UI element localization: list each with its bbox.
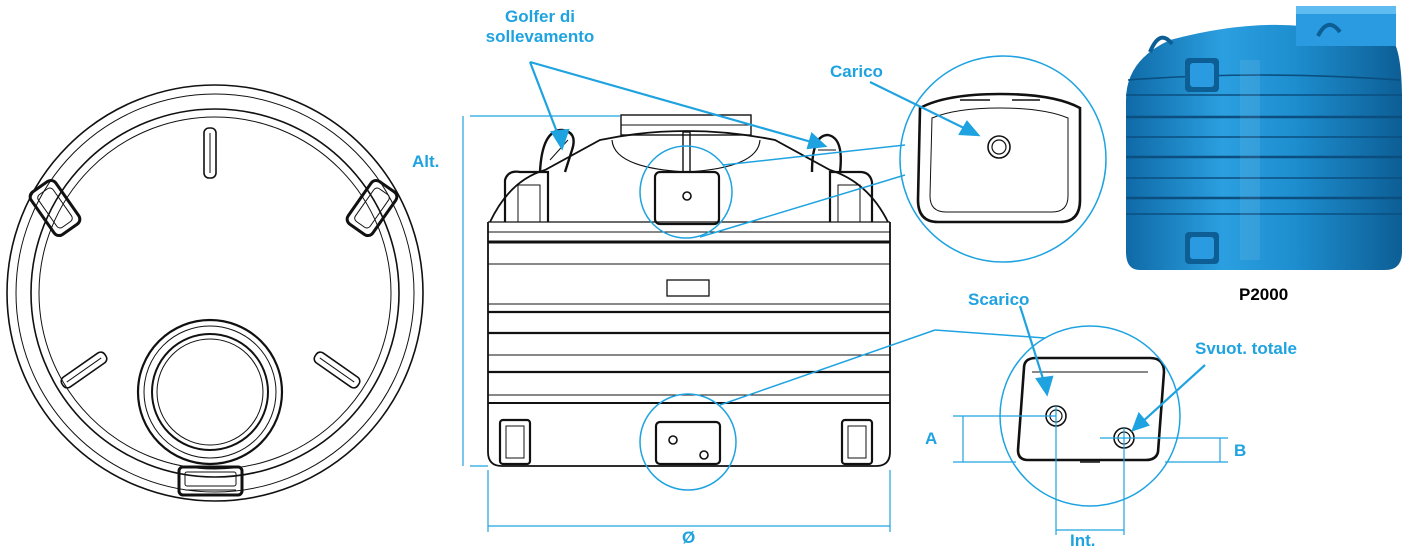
detail-carico <box>916 92 1082 224</box>
label-scarico: Scarico <box>968 290 1030 309</box>
golfer-arrow-left <box>528 61 562 141</box>
label-dim-a: A <box>925 429 938 448</box>
top-view-slot-top <box>203 127 217 179</box>
dimension-lines <box>462 115 1228 535</box>
top-view-manhole <box>136 318 284 466</box>
label-carico: Carico <box>830 62 883 81</box>
tank-3d-render <box>1126 6 1402 270</box>
front-view-foot-left <box>498 418 532 466</box>
top-view-handle-right <box>345 178 399 238</box>
front-view-outlet-block <box>654 420 722 466</box>
carico-inlet <box>987 135 1011 159</box>
front-view-foot-right <box>840 418 874 466</box>
callout-circle-front-bottom <box>639 393 737 491</box>
front-view-plate <box>666 279 710 297</box>
label-dim-int: Int. <box>1070 531 1096 550</box>
front-view-inlet-block <box>653 170 721 226</box>
top-view-slot-left <box>60 351 108 389</box>
label-golfer-di-sollevamento: Golfer di sollevamento <box>460 7 620 47</box>
label-alt: Alt. <box>412 152 440 171</box>
callout-circle-front-top <box>639 145 733 239</box>
top-view-handle-left <box>28 178 82 238</box>
top-view-outer-ring <box>6 84 424 502</box>
svuot-arrow <box>1139 364 1206 425</box>
label-golfer-line2: sollevamento <box>485 27 595 46</box>
front-view <box>487 114 891 467</box>
callout-circle-carico <box>899 55 1107 263</box>
top-view-inner-ring <box>30 108 400 478</box>
label-model-p2000: P2000 <box>1239 285 1289 304</box>
label-svuot-totale: Svuot. totale <box>1195 339 1298 358</box>
leader-arrows <box>528 60 1206 432</box>
top-view-outlet <box>177 465 244 497</box>
detail-scarico <box>1016 356 1166 463</box>
front-view-handle-left <box>503 170 550 222</box>
scarico-arrow <box>1018 305 1047 386</box>
label-dim-b: B <box>1234 441 1247 460</box>
top-view <box>6 84 424 502</box>
label-golfer-line1: Golfer di <box>505 7 575 26</box>
label-diameter: Ø <box>682 528 696 547</box>
front-view-lifting-eye-right <box>810 133 842 173</box>
front-view-handle-right <box>828 170 874 222</box>
carico-arrow <box>869 81 971 132</box>
top-view-slot-right <box>313 351 361 389</box>
golfer-arrow-right <box>529 60 816 145</box>
